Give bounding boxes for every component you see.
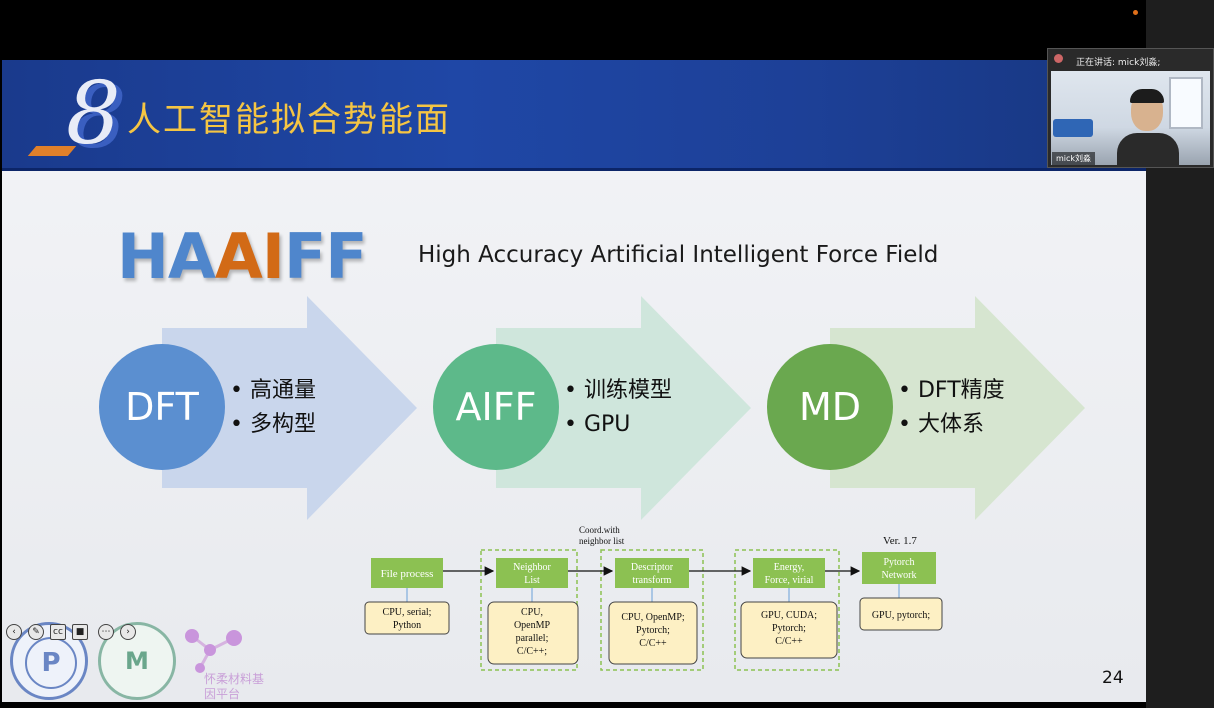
next-slide-icon[interactable]: › [120,624,136,640]
stage-circle-aiff: AIFF [433,344,559,470]
coord-label-line1: Coord.with [579,525,620,535]
detail-line: C/C++ [775,636,803,647]
node-descriptor [615,558,689,588]
speaker-video-tile[interactable]: 正在讲话: mick刘淼; mick刘淼 [1047,48,1214,168]
section-number: 8 [66,64,121,164]
molecule-logo-icon [185,629,242,673]
platform-name: 怀柔材料基因平台 [204,672,265,701]
detail-line: Pytorch; [636,625,670,636]
header-divider [2,168,1146,171]
detail-box-pytorch [859,597,943,631]
node-title-line2: Network [882,570,917,581]
prev-slide-icon[interactable]: ‹ [6,624,22,640]
slide-header [2,60,1146,170]
node-title: File process [381,568,434,580]
brand-logo-text: HAAIFF [117,220,368,293]
detail-line: CPU, OpenMP; [621,612,685,623]
bullet-item: 训练模型 [564,374,672,408]
group-border-energy [734,549,840,671]
detail-line: Python [393,620,421,631]
presentation-slide: 8 8 人工智能拟合势能面 HAAIFF High Accuracy Artif… [2,60,1146,702]
node-pytorch-network [862,552,936,584]
bullet-item: 高通量 [230,374,316,408]
detail-line: GPU, CUDA; [761,610,817,621]
node-title-line2: List [524,575,540,586]
institution-logos: P M 怀柔材料基因平台 [6,620,266,702]
detail-line: CPU, [521,607,543,618]
detail-line: parallel; [516,633,549,644]
brand-suffix: FF [283,220,368,293]
detail-line: GPU, pytorch; [872,610,931,621]
participant-name-tag: mick刘淼 [1052,152,1096,165]
speaking-indicator: 正在讲话: mick刘淼; [1076,58,1161,68]
detail-box-energy [740,601,838,659]
node-title-line1: Energy, [774,562,805,573]
bullet-item: 大体系 [898,408,1005,442]
recording-indicator-icon [1133,10,1138,15]
captions-icon[interactable]: cc [50,624,66,640]
participant-figure [1117,89,1179,165]
detail-line: Pytorch; [772,623,806,634]
stage-circle-dft: DFT [99,344,225,470]
stage-bullets-aiff: 训练模型 GPU [564,374,672,442]
more-options-icon[interactable]: ⋯ [98,624,114,640]
group-border-descriptor [600,549,704,671]
coord-label-line2: neighbor list [579,536,625,546]
detail-box-neighbor [487,601,579,665]
node-title-line2: transform [633,575,672,586]
node-energy [753,558,825,588]
camera-feed [1051,71,1210,165]
bullet-item: DFT精度 [898,374,1005,408]
video-icon[interactable]: ■ [72,624,88,640]
section-number-shadow: 8 [72,68,127,168]
bullet-item: 多构型 [230,408,316,442]
version-label: Ver. 1.7 [883,535,917,547]
detail-line: C/C++ [639,638,667,649]
brand-prefix: HA [117,220,216,293]
pipeline-diagram: Coord.with neighbor list Ver. 1.7 File p… [364,525,943,671]
speaker-avatar-icon [1054,54,1063,63]
detail-box-file-process [364,601,450,635]
slide-subtitle: High Accuracy Artificial Intelligent For… [418,242,939,268]
stage-bullets-dft: 高通量 多构型 [230,374,316,442]
stage-circle-md: MD [767,344,893,470]
slide-page-number: 24 [1102,668,1124,688]
node-neighbor-list [496,558,568,588]
detail-line: CPU, serial; [383,607,432,618]
pen-tool-icon[interactable]: ✎ [28,624,44,640]
node-title-line1: Pytorch [883,557,914,568]
stage-bullets-md: DFT精度 大体系 [898,374,1005,442]
brand-highlight: AI [214,220,285,293]
detail-line: OpenMP [514,620,551,631]
node-title-line1: Descriptor [631,562,674,573]
bullet-item: GPU [564,408,672,442]
top-black-bar [0,0,1146,60]
node-file-process [371,558,443,588]
node-title-line2: Force, virial [765,575,814,586]
detail-line: C/C++; [517,646,547,657]
node-title-line1: Neighbor [513,562,551,573]
detail-box-descriptor [608,601,698,665]
slide-title: 人工智能拟合势能面 [127,100,451,140]
